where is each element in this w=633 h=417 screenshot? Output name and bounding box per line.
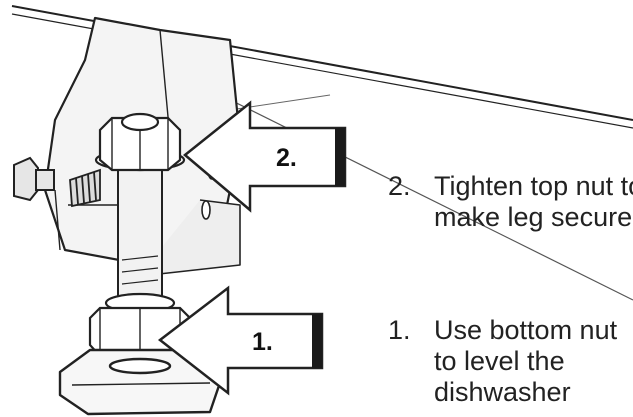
threaded-screw [69, 168, 101, 208]
side-bolt [13, 156, 55, 202]
top-nut [94, 112, 186, 172]
arrow-1: 1. [157, 285, 324, 396]
step-2-number: 2. [388, 171, 411, 201]
step-2-text: Tighten top nut to make leg secure [434, 171, 633, 232]
step-1-number: 1. [388, 315, 411, 345]
arrow-1-label: 1. [252, 328, 273, 356]
arrow-2: 2. [183, 100, 347, 213]
arrow-2-label: 2. [276, 144, 297, 172]
leveling-foot [58, 348, 227, 416]
step-1-text: Use bottom nut to level the dishwasher [434, 315, 618, 407]
